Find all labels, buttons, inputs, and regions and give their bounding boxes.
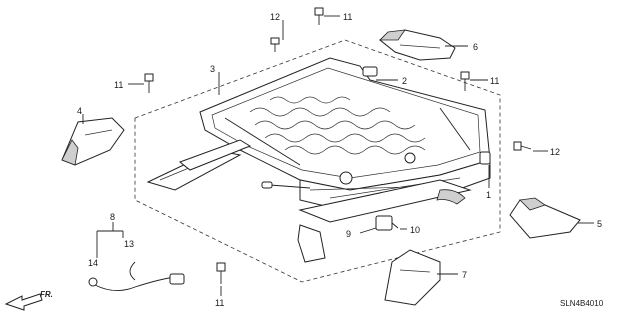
- bolt-12-right: [513, 141, 532, 151]
- callout-12-right: 12: [550, 147, 560, 157]
- callout-1: 1: [486, 190, 491, 200]
- part-9-bracket: [375, 215, 399, 231]
- callout-6: 6: [473, 42, 478, 52]
- callout-9: 9: [346, 229, 351, 239]
- part-4-cover: [61, 117, 125, 166]
- direction-label: FR.: [40, 290, 53, 299]
- part-7-cover: [384, 249, 441, 306]
- callout-10: 10: [410, 225, 420, 235]
- callout-5: 5: [597, 219, 602, 229]
- callout-11-right: 11: [490, 76, 499, 86]
- bolt-11-top: [314, 7, 324, 25]
- callout-14: 14: [88, 258, 98, 268]
- callout-12-top: 12: [270, 12, 280, 22]
- bolt-11-bottom: [216, 262, 226, 284]
- callout-11-left: 11: [114, 80, 123, 90]
- wire-harness: [88, 261, 185, 291]
- callout-13: 13: [124, 239, 134, 249]
- part-6-cover: [379, 29, 456, 61]
- bolt-11-right: [460, 71, 470, 91]
- seat-frame-assembly: [146, 57, 491, 263]
- assembly-boundary: [134, 39, 501, 283]
- front-direction-arrow: [4, 293, 43, 311]
- callout-3: 3: [210, 64, 215, 74]
- leader-lines: [82, 15, 594, 296]
- callout-7: 7: [462, 270, 467, 280]
- part-5-cover: [509, 197, 581, 239]
- callout-8: 8: [110, 212, 115, 222]
- callout-4: 4: [77, 106, 82, 116]
- part-1-clip: [479, 151, 491, 165]
- callout-2: 2: [402, 76, 407, 86]
- drawing-code: SLN4B4010: [560, 299, 604, 308]
- callout-11-bottom: 11: [215, 298, 224, 308]
- part-2-clip: [362, 66, 378, 77]
- bolt-11-left: [144, 73, 154, 93]
- callout-11-top: 11: [343, 12, 352, 22]
- bolt-12-top: [270, 37, 280, 52]
